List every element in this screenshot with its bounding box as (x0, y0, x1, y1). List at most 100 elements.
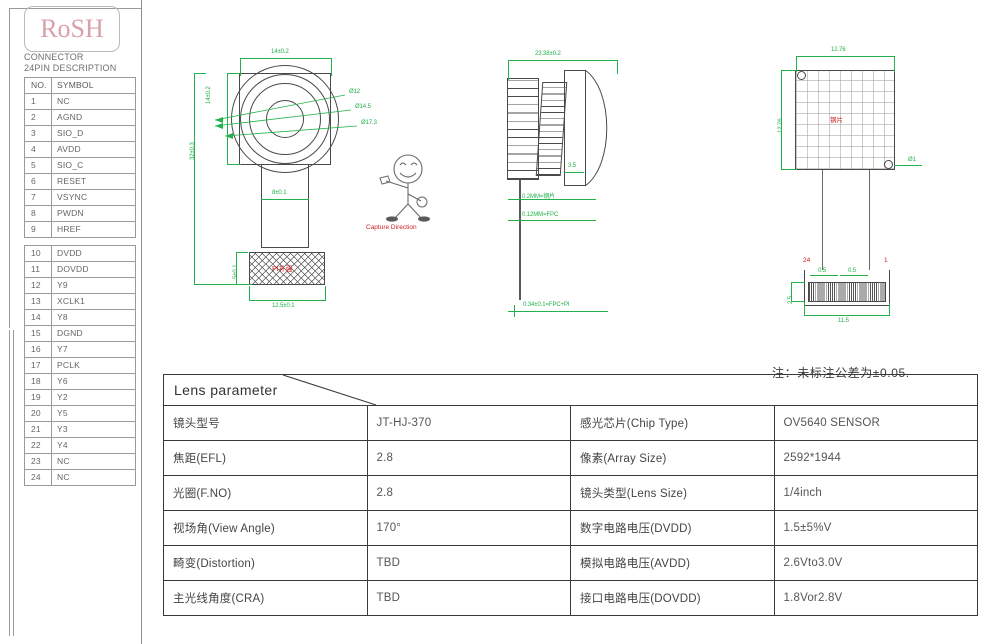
lens-param-value-2: 2.6Vto3.0V (773, 545, 978, 581)
lens-parameter-row: 视场角(View Angle)170°数字电路电压(DVDD)1.5±5%V (163, 510, 978, 546)
panel-left-rule-lower2 (13, 330, 14, 636)
pin-number-cell: 22 (24, 437, 52, 454)
side-thread-barrel (535, 82, 568, 176)
front-pi-reinforcement (249, 252, 325, 285)
dim-hole-diameter: Ø1 (908, 157, 916, 163)
pin-number-cell: 15 (24, 325, 52, 342)
dim-ext-ch-b (791, 301, 805, 302)
connector-panel: RoSH CONNECTOR 24PIN DESCRIPTION NO.SYMB… (18, 6, 138, 486)
lens-param-label-2: 接口电路电压(DOVDD) (570, 580, 775, 616)
lens-param-value: JT-HJ-370 (366, 405, 571, 441)
pin-symbol-cell: SIO_C (51, 157, 136, 174)
dim-pi-width: 12.5±0.1 (272, 303, 295, 309)
dim-ext-front-h-b (227, 164, 241, 165)
connector-gold-fingers (808, 282, 886, 302)
pin-symbol-cell: Y9 (51, 277, 136, 294)
pin-number-cell: 9 (24, 221, 52, 238)
side-knurl-barrel (507, 78, 539, 180)
connector-caption-line1: CONNECTOR (24, 52, 84, 62)
lens-param-value-2: 1.5±5%V (773, 510, 978, 546)
pin-number-cell: 11 (24, 261, 52, 278)
lens-table-title-row: Lens parameter (163, 374, 978, 406)
dim-line-pitch-2 (840, 275, 868, 276)
dim-ext-front-tot-t (194, 73, 206, 74)
sensor-steel-label: 钢片 (830, 117, 843, 124)
lens-table-title: Lens parameter (163, 374, 978, 406)
lens-param-label-2: 镜头类型(Lens Size) (570, 475, 775, 511)
front-lens-circle-mid (240, 74, 330, 164)
ann-line-total (508, 311, 608, 312)
pin-number-cell: 7 (24, 189, 52, 206)
pin-symbol-cell: NC (51, 469, 136, 486)
pin-symbol-cell: SIO_D (51, 125, 136, 142)
side-dome-lens (584, 69, 608, 187)
dim-line-hole (894, 165, 922, 166)
stick-figure-icon (379, 154, 430, 222)
pin-number-cell: 16 (24, 341, 52, 358)
pin-symbol-cell: PWDN (51, 205, 136, 222)
ann-line-steel (508, 199, 596, 200)
dim-ext-side-r (617, 60, 618, 74)
dim-ext-side-l (508, 60, 509, 80)
dim-pitch-2: 0.5 (848, 268, 857, 274)
pin-number-cell: 2 (24, 109, 52, 126)
dim-ext-front-h-t (227, 73, 241, 74)
dim-line-sensor-height (781, 70, 782, 170)
ann-fpc-thickness: 0.12MM=FPC (522, 212, 559, 218)
pin-symbol-cell: DGND (51, 325, 136, 342)
dim-ext-piw-l (249, 286, 250, 301)
dim-ext-sw-l (796, 56, 797, 72)
pin-symbol-cell: DOVDD (51, 261, 136, 278)
dim-conn-width: 11.5 (838, 318, 849, 324)
dim-line-front-total (194, 73, 195, 285)
sensor-fpc-leg-right (869, 170, 870, 270)
dim-conn-height: 2.5 (788, 295, 794, 304)
panel-top-rule (9, 8, 141, 9)
pin-number-cell: 14 (24, 309, 52, 326)
dim-ext-sh-b (781, 169, 797, 170)
lens-param-value: TBD (366, 545, 571, 581)
pin-symbol-cell: XCLK1 (51, 293, 136, 310)
pi-label: PI补强 (272, 266, 293, 273)
connector-caption-line2: 24PIN DESCRIPTION (24, 63, 117, 73)
connector-header-cell: NO. (24, 77, 52, 94)
sensor-fpc-leg-left (822, 170, 823, 270)
dim-ext-cw-l (804, 303, 805, 316)
pin-number-cell: 19 (24, 389, 52, 406)
dim-diameter-2: Ø14.5 (355, 104, 371, 110)
pin-number-cell: 4 (24, 141, 52, 158)
pin-symbol-cell: Y7 (51, 341, 136, 358)
pin-number-cell: 18 (24, 373, 52, 390)
dim-sensor-height: 12.76 (778, 118, 784, 133)
dim-sensor-width: 12.76 (831, 47, 846, 53)
sensor-steel-plate (795, 70, 895, 170)
front-fpc-neck (261, 165, 309, 248)
dim-diameter-3: Ø17.3 (361, 120, 377, 126)
pin-number-cell: 6 (24, 173, 52, 190)
pin-number-cell: 12 (24, 277, 52, 294)
dim-diameter-1: Ø12 (349, 89, 361, 95)
dim-side-base: 3.5 (568, 163, 577, 169)
pin-number-1: 1 (884, 257, 888, 264)
dim-line-pi-height (236, 252, 237, 285)
dim-line-front-width (240, 58, 332, 59)
connector-tab-outline (804, 270, 890, 306)
lens-param-value-2: 2592*1944 (773, 440, 978, 476)
pin-number-cell: 1 (24, 93, 52, 110)
pin-symbol-cell: Y3 (51, 421, 136, 438)
